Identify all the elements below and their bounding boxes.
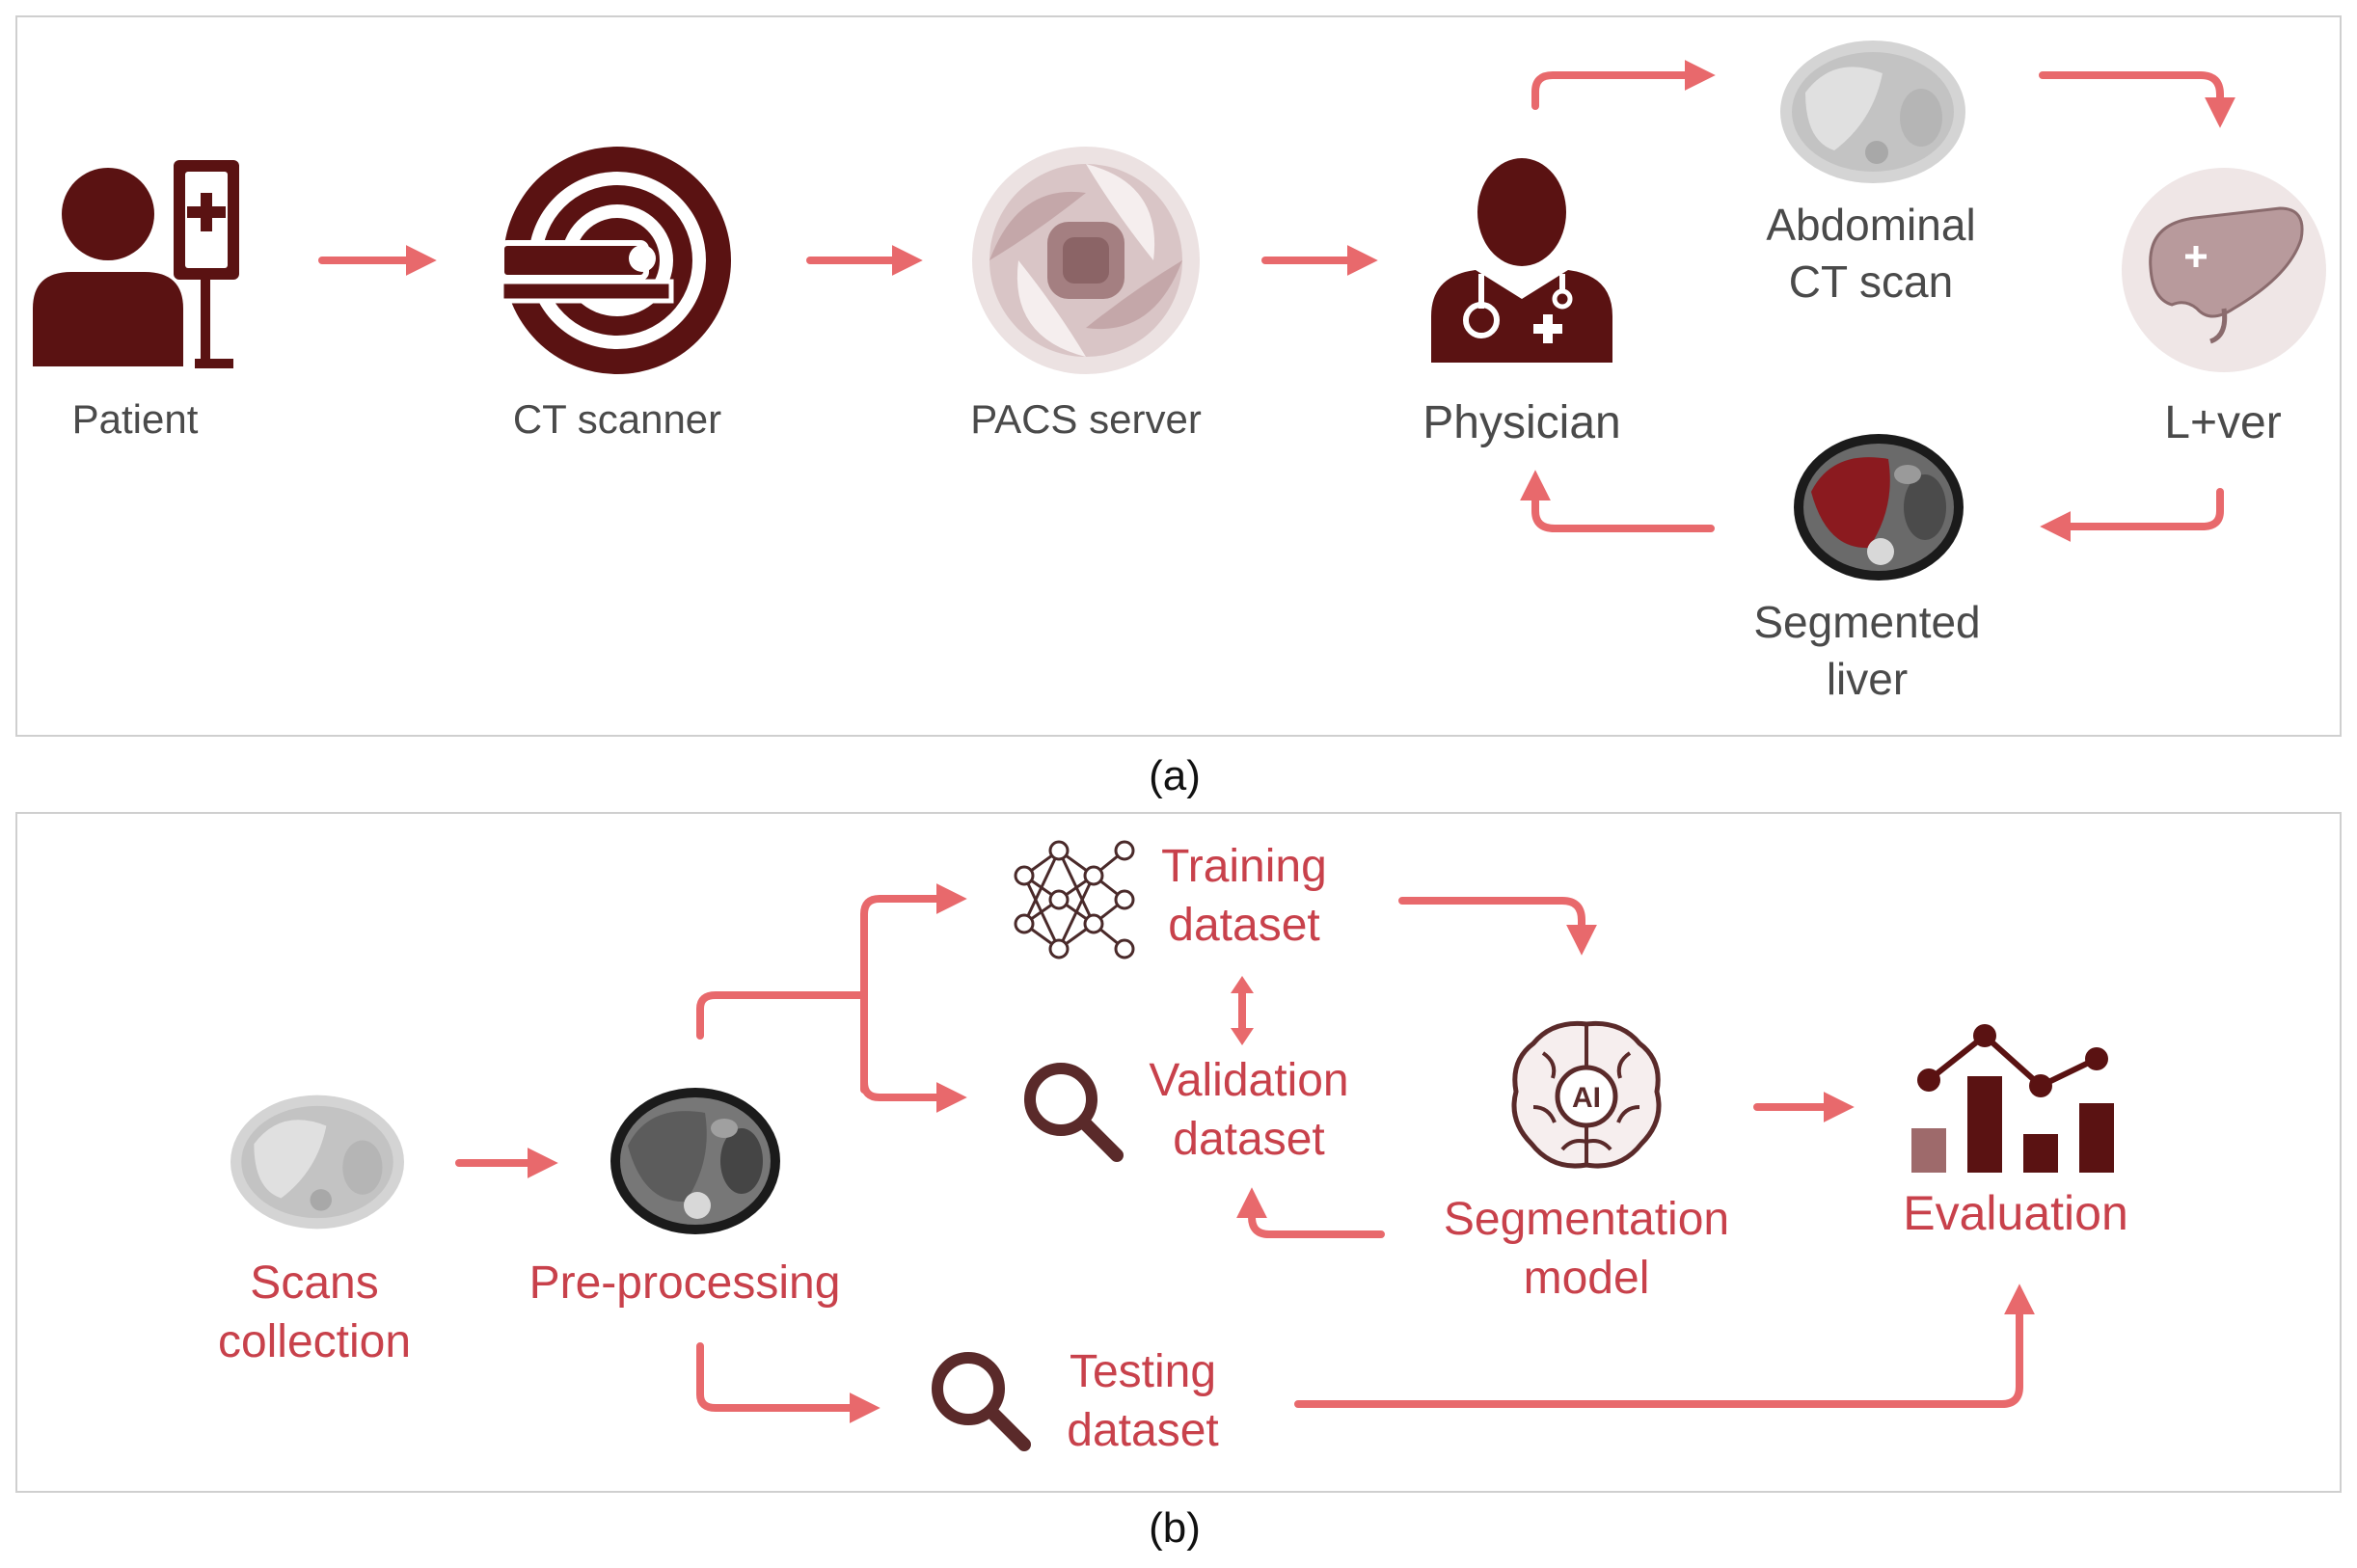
arrow-training-to-model <box>1398 897 1597 956</box>
arrow-to-training <box>860 883 967 1094</box>
ai-brain-icon: AI <box>1511 1020 1662 1169</box>
evaluation-label: Evaluation <box>1903 1186 2128 1240</box>
testing-dataset-label: Testing dataset <box>1067 1346 1219 1457</box>
arrow-liver-to-segmented <box>2040 488 2224 542</box>
pacs-server-icon <box>972 147 1200 374</box>
scans-collection-icon <box>230 1095 404 1230</box>
ct-scanner-label: CT scanner <box>512 396 722 442</box>
segmentation-model-label: Segmentation model <box>1443 1194 1730 1305</box>
arrow-preprocessing-branch <box>696 991 868 1040</box>
arrow-model-to-validation <box>1236 1187 1385 1238</box>
preprocessing-icon <box>610 1088 780 1234</box>
panel-a-caption: (a) <box>1149 752 1201 799</box>
neural-network-icon <box>1014 840 1135 960</box>
arrow-physician-to-abdominal-ct <box>1531 60 1716 110</box>
liver-icon <box>2122 168 2326 372</box>
panel-a-arrows <box>318 60 2235 542</box>
arrow-testing-to-evaluation <box>1294 1284 2035 1408</box>
pacs-server-label: PACS server <box>970 396 1202 442</box>
arrow-preprocessing-to-testing <box>696 1342 880 1423</box>
preprocessing-label: Pre-processing <box>528 1257 841 1309</box>
liver-label: L+ver <box>2164 397 2282 448</box>
panel-b-caption: (b) <box>1149 1504 1201 1552</box>
validation-search-icon <box>1024 1063 1124 1162</box>
arrow-segmented-to-physician <box>1520 470 1715 532</box>
physician-label: Physician <box>1422 397 1621 448</box>
patient-label: Patient <box>71 396 199 442</box>
abdominal-ct-icon <box>1780 41 1965 183</box>
scans-collection-label: Scans collection <box>217 1257 412 1368</box>
ct-scanner-icon <box>499 147 731 374</box>
segmented-liver-label: Segmented liver <box>1753 597 1981 704</box>
patient-icon <box>33 160 239 368</box>
physician-icon <box>1431 158 1612 363</box>
ai-chip-text: AI <box>1572 1082 1601 1114</box>
evaluation-chart-icon <box>1911 1024 2114 1173</box>
training-dataset-label: Training dataset <box>1161 841 1327 952</box>
abdominal-ct-label: Abdominal CT scan <box>1766 200 1976 307</box>
validation-dataset-label: Validation dataset <box>1149 1055 1349 1166</box>
arrow-abdominal-ct-to-liver <box>2039 71 2235 128</box>
arrow-to-validation <box>860 991 967 1113</box>
testing-search-icon <box>932 1352 1031 1451</box>
segmented-liver-icon <box>1794 434 1964 581</box>
